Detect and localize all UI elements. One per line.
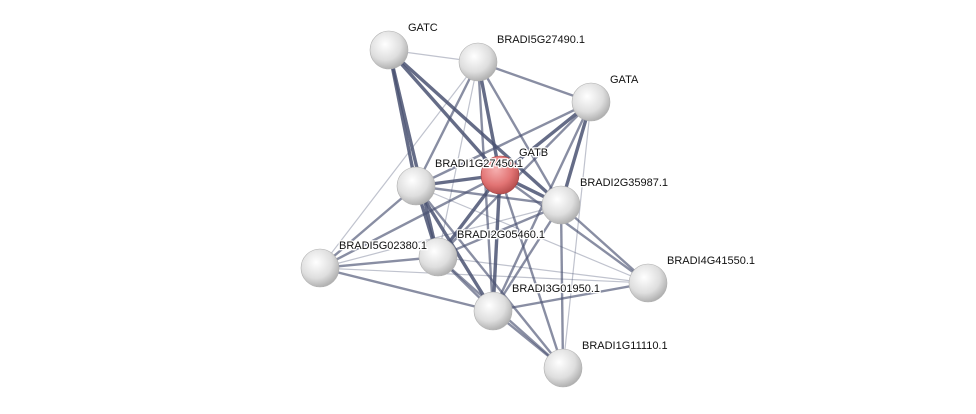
edge-BRADI5G27490.1-BRADI1G27450.1[interactable]	[414, 61, 480, 187]
node-label: BRADI4G41550.1	[667, 255, 755, 267]
node-label: BRADI3G01950.1	[512, 283, 600, 295]
node-label: BRADI2G05460.1	[457, 229, 545, 241]
node-label: BRADI1G11110.1	[582, 340, 668, 352]
edge-BRADI2G35987.1-BRADI4G41550.1[interactable]	[560, 204, 649, 284]
edge-BRADI1G27450.1-BRADI5G02380.1[interactable]	[319, 185, 417, 269]
edge-BRADI2G05460.1-BRADI5G02380.1[interactable]	[319, 255, 439, 270]
node-label: GATA	[610, 74, 639, 86]
edge-BRADI2G35987.1-BRADI1G11110.1[interactable]	[559, 204, 565, 369]
edge-BRADI1G27450.1-BRADI2G35987.1[interactable]	[415, 184, 562, 207]
node-BRADI1G11110.1[interactable]	[543, 348, 583, 388]
edge-BRADI5G02380.1-BRADI4G41550.1[interactable]	[319, 267, 649, 284]
node-BRADI5G27490.1[interactable]	[458, 42, 498, 82]
edge-BRADI2G35987.1-BRADI3G01950.1[interactable]	[491, 204, 563, 312]
edge-BRADI2G05460.1-BRADI4G41550.1[interactable]	[437, 256, 649, 284]
edge-BRADI5G27490.1-BRADI2G05460.1[interactable]	[437, 61, 479, 258]
node-label: BRADI1G27450.1	[435, 158, 523, 170]
edge-BRADI3G01950.1-BRADI4G41550.1[interactable]	[492, 281, 649, 313]
edge-BRADI5G02380.1-BRADI3G01950.1[interactable]	[319, 266, 494, 313]
node-BRADI3G01950.1[interactable]	[473, 291, 513, 331]
node-GATB[interactable]	[480, 155, 520, 195]
edge-GATA-BRADI1G11110.1[interactable]	[562, 101, 592, 369]
node-label: BRADI5G27490.1	[497, 34, 585, 46]
edge-GATB-BRADI4G41550.1[interactable]	[499, 174, 649, 284]
edge-BRADI1G27450.1-BRADI1G11110.1[interactable]	[415, 185, 564, 369]
edge-GATB-BRADI5G02380.1[interactable]	[319, 173, 501, 270]
node-BRADI2G05460.1[interactable]	[418, 237, 458, 277]
node-label: BRADI2G35987.1	[580, 177, 668, 189]
node-label: GATB	[519, 147, 548, 159]
edge-GATC-BRADI2G35987.1[interactable]	[387, 48, 563, 207]
edge-BRADI5G27490.1-BRADI5G02380.1[interactable]	[319, 61, 479, 269]
edge-GATB-BRADI1G11110.1[interactable]	[498, 174, 565, 369]
node-BRADI1G27450.1[interactable]	[396, 166, 436, 206]
node-label: BRADI5G02380.1	[339, 240, 427, 252]
node-BRADI2G35987.1[interactable]	[541, 185, 581, 225]
edge-BRADI5G27490.1-BRADI2G35987.1[interactable]	[476, 61, 563, 206]
edge-BRADI5G27490.1-GATA[interactable]	[477, 60, 592, 104]
node-BRADI5G02380.1[interactable]	[300, 248, 340, 288]
node-GATA[interactable]	[571, 82, 611, 122]
edge-GATA-BRADI1G27450.1[interactable]	[415, 100, 592, 188]
node-GATC[interactable]	[369, 30, 409, 70]
node-label: GATC	[408, 22, 438, 34]
edge-BRADI2G35987.1-BRADI5G02380.1[interactable]	[319, 204, 562, 269]
edge-GATA-GATB[interactable]	[498, 100, 593, 177]
edge-BRADI1G27450.1-BRADI4G41550.1[interactable]	[415, 185, 649, 284]
node-BRADI4G41550.1[interactable]	[628, 263, 668, 303]
edge-GATC-BRADI2G05460.1[interactable]	[387, 49, 440, 258]
edge-BRADI2G35987.1-BRADI2G05460.1[interactable]	[437, 203, 562, 259]
